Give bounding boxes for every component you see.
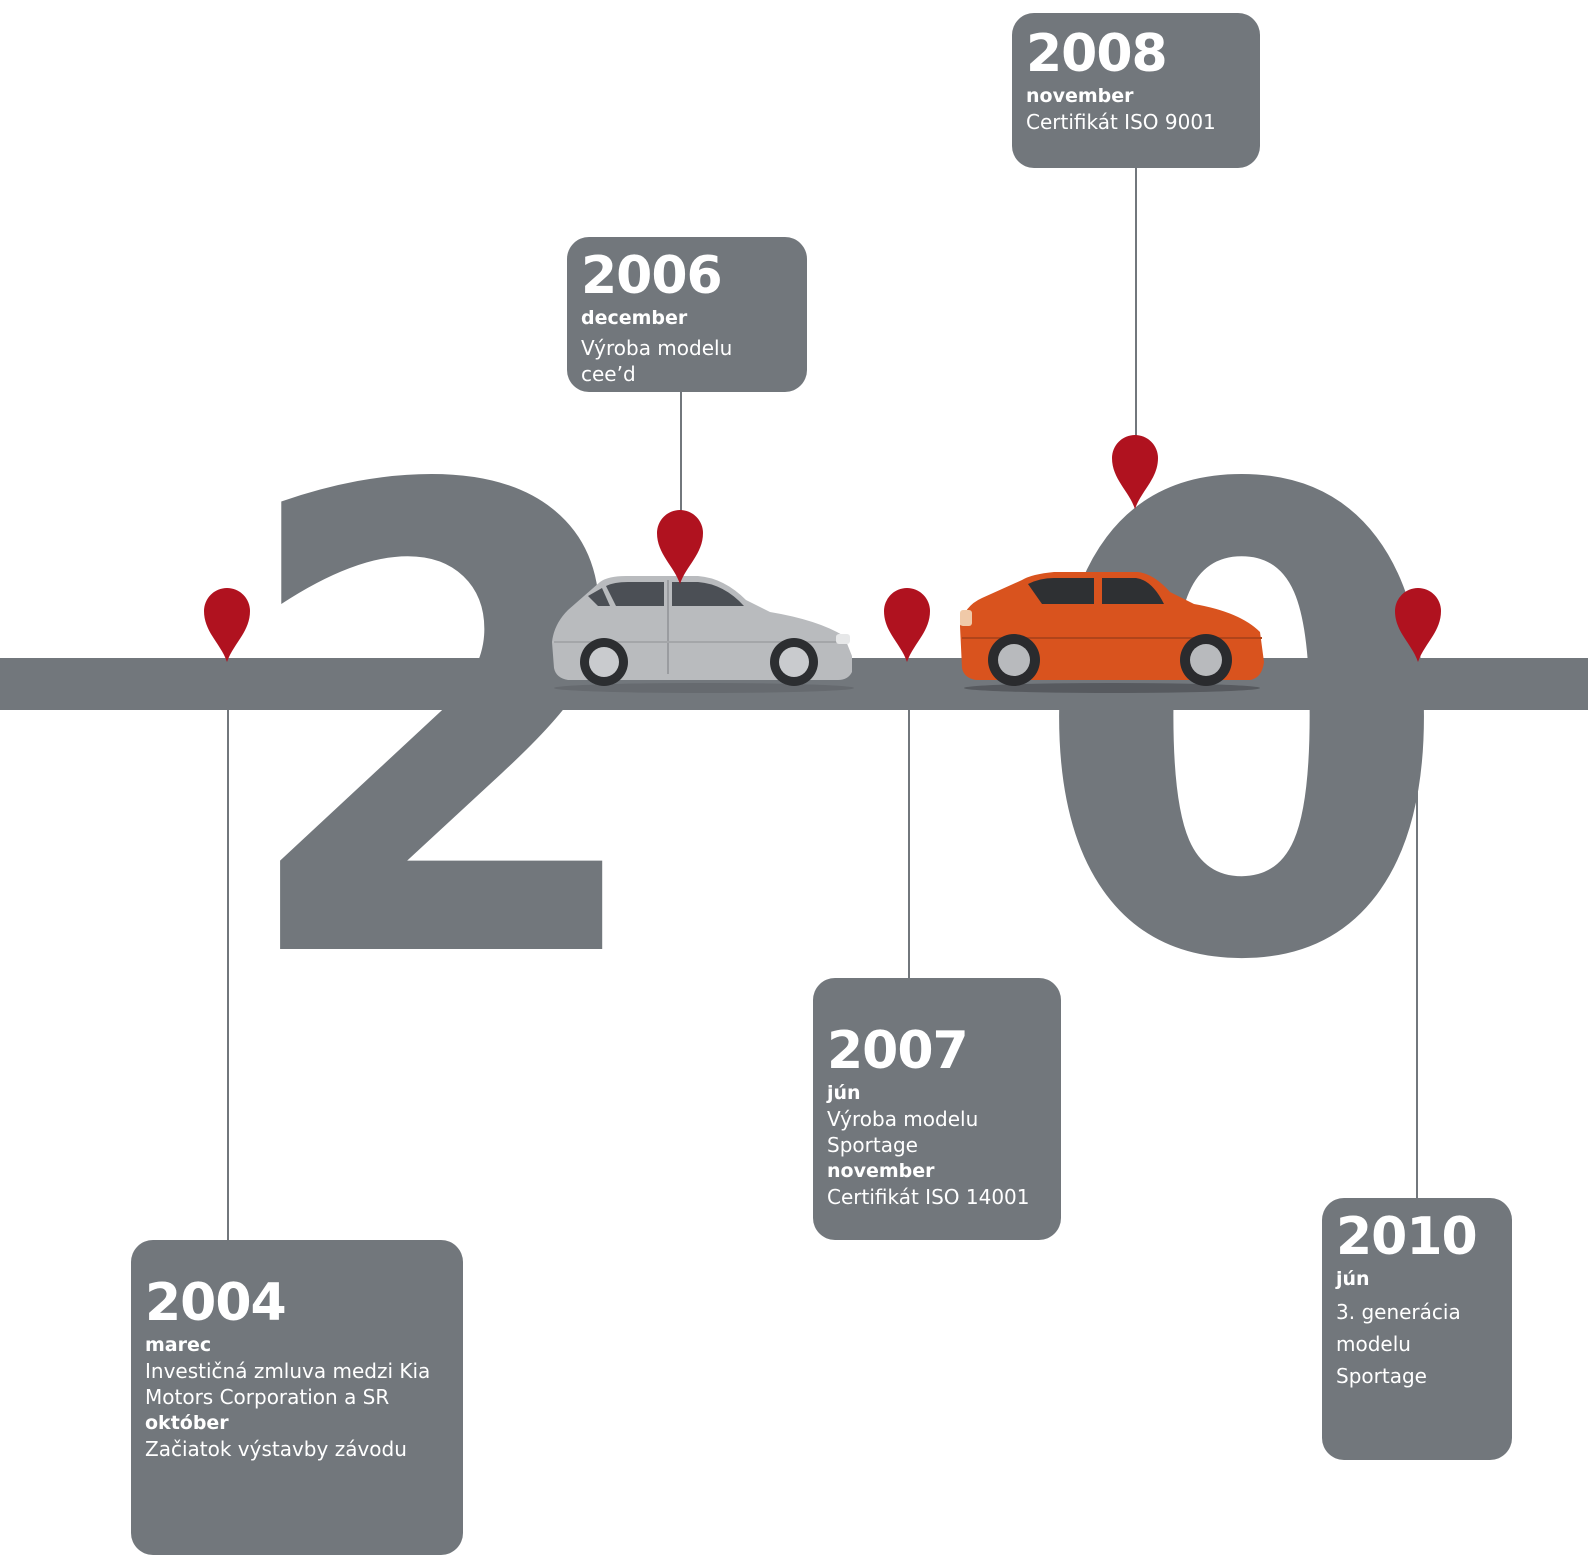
map-pin-icon — [204, 588, 250, 662]
milestone-text: Certifikát ISO 9001 — [1026, 110, 1216, 134]
milestone-year: 2007 — [827, 1021, 969, 1081]
milestone-text: Certifikát ISO 14001 — [827, 1185, 1030, 1209]
silver-hatchback-car — [552, 576, 854, 693]
map-pin-icon — [884, 588, 930, 662]
milestone-2008: 2008 november Certifikát ISO 9001 — [1012, 13, 1260, 168]
milestone-2004: 2004 marec Investičná zmluva medzi Kia M… — [131, 1240, 463, 1555]
connector-line-2007 — [908, 710, 910, 980]
milestone-year: 2004 — [145, 1273, 287, 1333]
milestone-month: jún — [827, 1082, 861, 1104]
milestone-year: 2006 — [581, 246, 723, 306]
connector-line-2010 — [1416, 710, 1418, 1200]
connector-line-2004 — [227, 710, 229, 1240]
milestone-text: Investičná zmluva medzi Kia Motors Corpo… — [145, 1359, 431, 1409]
milestone-text: 3. generácia modelu Sportage — [1336, 1300, 1461, 1388]
milestone-month: jún — [1336, 1268, 1370, 1290]
milestone-year: 2010 — [1336, 1207, 1478, 1267]
connector-line-2006 — [680, 390, 682, 520]
milestone-month: október — [145, 1412, 229, 1434]
milestone-month: november — [827, 1160, 935, 1182]
milestone-month: december — [581, 307, 688, 329]
map-pin-icon — [1395, 588, 1441, 662]
orange-suv-car — [960, 572, 1264, 693]
background-digit-0: 0 — [1030, 355, 1454, 1100]
connector-line-2008 — [1135, 165, 1137, 445]
milestone-text: Začiatok výstavby závodu — [145, 1437, 407, 1461]
milestone-2007: 2007 jún Výroba modelu Sportage november… — [813, 978, 1061, 1240]
milestone-text: Výroba modelu cee’d — [581, 336, 733, 386]
milestone-month: november — [1026, 85, 1134, 107]
milestone-month: marec — [145, 1334, 212, 1356]
milestone-2010: 2010 jún 3. generácia modelu Sportage — [1322, 1198, 1512, 1460]
milestone-year: 2008 — [1026, 24, 1168, 84]
background-digit-2: 2 — [232, 355, 656, 1100]
milestone-2006: 2006 december Výroba modelu cee’d — [567, 237, 807, 392]
milestone-text: Výroba modelu Sportage — [827, 1107, 979, 1157]
map-pin-icon — [1112, 435, 1158, 509]
map-pin-icon — [657, 510, 703, 584]
